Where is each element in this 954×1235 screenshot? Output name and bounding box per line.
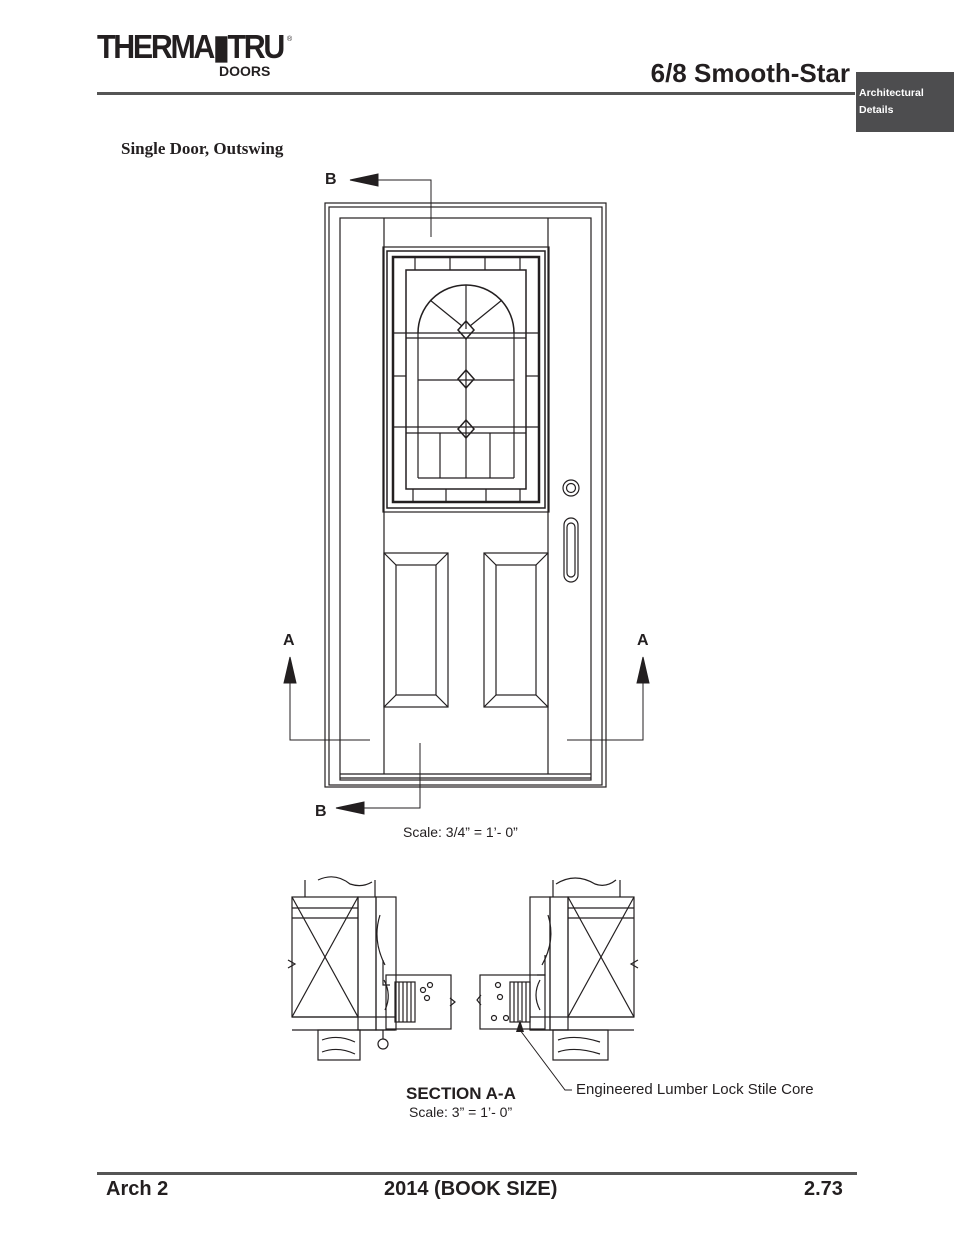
header-divider xyxy=(97,92,855,95)
section-scale: Scale: 3” = 1’- 0” xyxy=(409,1104,513,1120)
logo-doors-text: DOORS xyxy=(219,63,271,79)
footer-divider xyxy=(97,1172,857,1175)
cut-label-b-top: B xyxy=(325,171,337,188)
section-a-a-drawing xyxy=(287,876,639,1091)
footer-section: Arch 2 xyxy=(106,1178,169,1200)
page-number: 2.73 xyxy=(804,1178,843,1200)
cut-label-a-right: A xyxy=(637,632,649,649)
elevation-scale: Scale: 3/4” = 1’- 0” xyxy=(403,824,518,840)
drawing-subtitle: Single Door, Outswing xyxy=(121,139,284,158)
cut-label-a-left: A xyxy=(283,632,295,649)
callout-lock-stile-core: Engineered Lumber Lock Stile Core xyxy=(576,1081,814,1098)
therma-tru-logo: THERMA▮TRU xyxy=(97,28,285,65)
page-title: 6/8 Smooth-Star xyxy=(650,58,850,88)
section-tab-label: Architectural Details xyxy=(859,87,924,116)
glass-lite xyxy=(382,246,550,513)
section-cut-lines xyxy=(283,173,650,815)
section-tab: Architectural Details xyxy=(856,72,954,132)
cut-label-b-bottom: B xyxy=(315,803,327,820)
door-panels xyxy=(383,552,549,708)
section-title: SECTION A-A xyxy=(406,1084,516,1103)
door-hardware xyxy=(562,479,580,583)
registered-mark: ® xyxy=(287,36,293,43)
footer-edition: 2014 (BOOK SIZE) xyxy=(384,1178,558,1200)
